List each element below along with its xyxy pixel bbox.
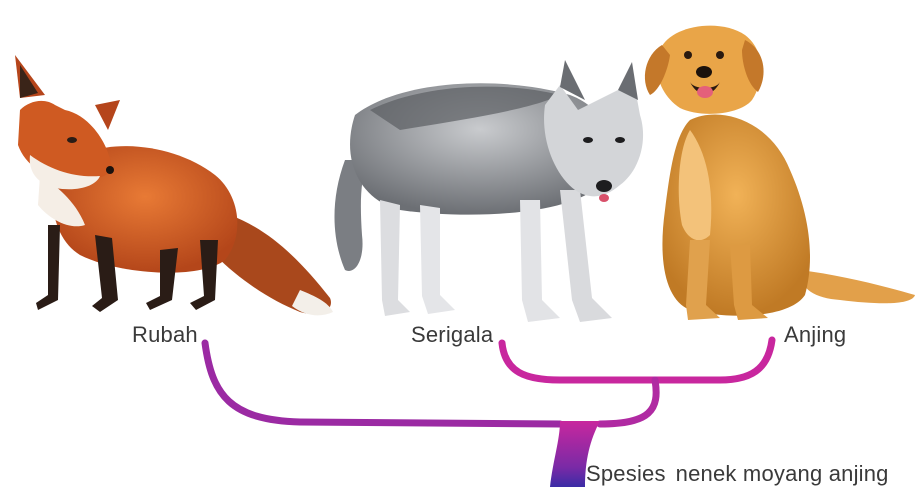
wolf-label: Serigala	[411, 322, 493, 348]
ancestor-label-word1: Spesies	[586, 461, 666, 486]
dog-illustration	[645, 26, 915, 320]
ancestor-label-word2: nenek moyang anjing	[676, 461, 889, 486]
ancestor-label: Spesies nenek moyang anjing	[586, 461, 899, 487]
branch-connector	[600, 380, 656, 424]
branch-wolf-dog	[502, 340, 772, 380]
fox-illustration	[15, 55, 333, 315]
dog-label: Anjing	[784, 322, 846, 348]
wolf-illustration	[334, 60, 643, 322]
fox-label: Rubah	[132, 322, 198, 348]
